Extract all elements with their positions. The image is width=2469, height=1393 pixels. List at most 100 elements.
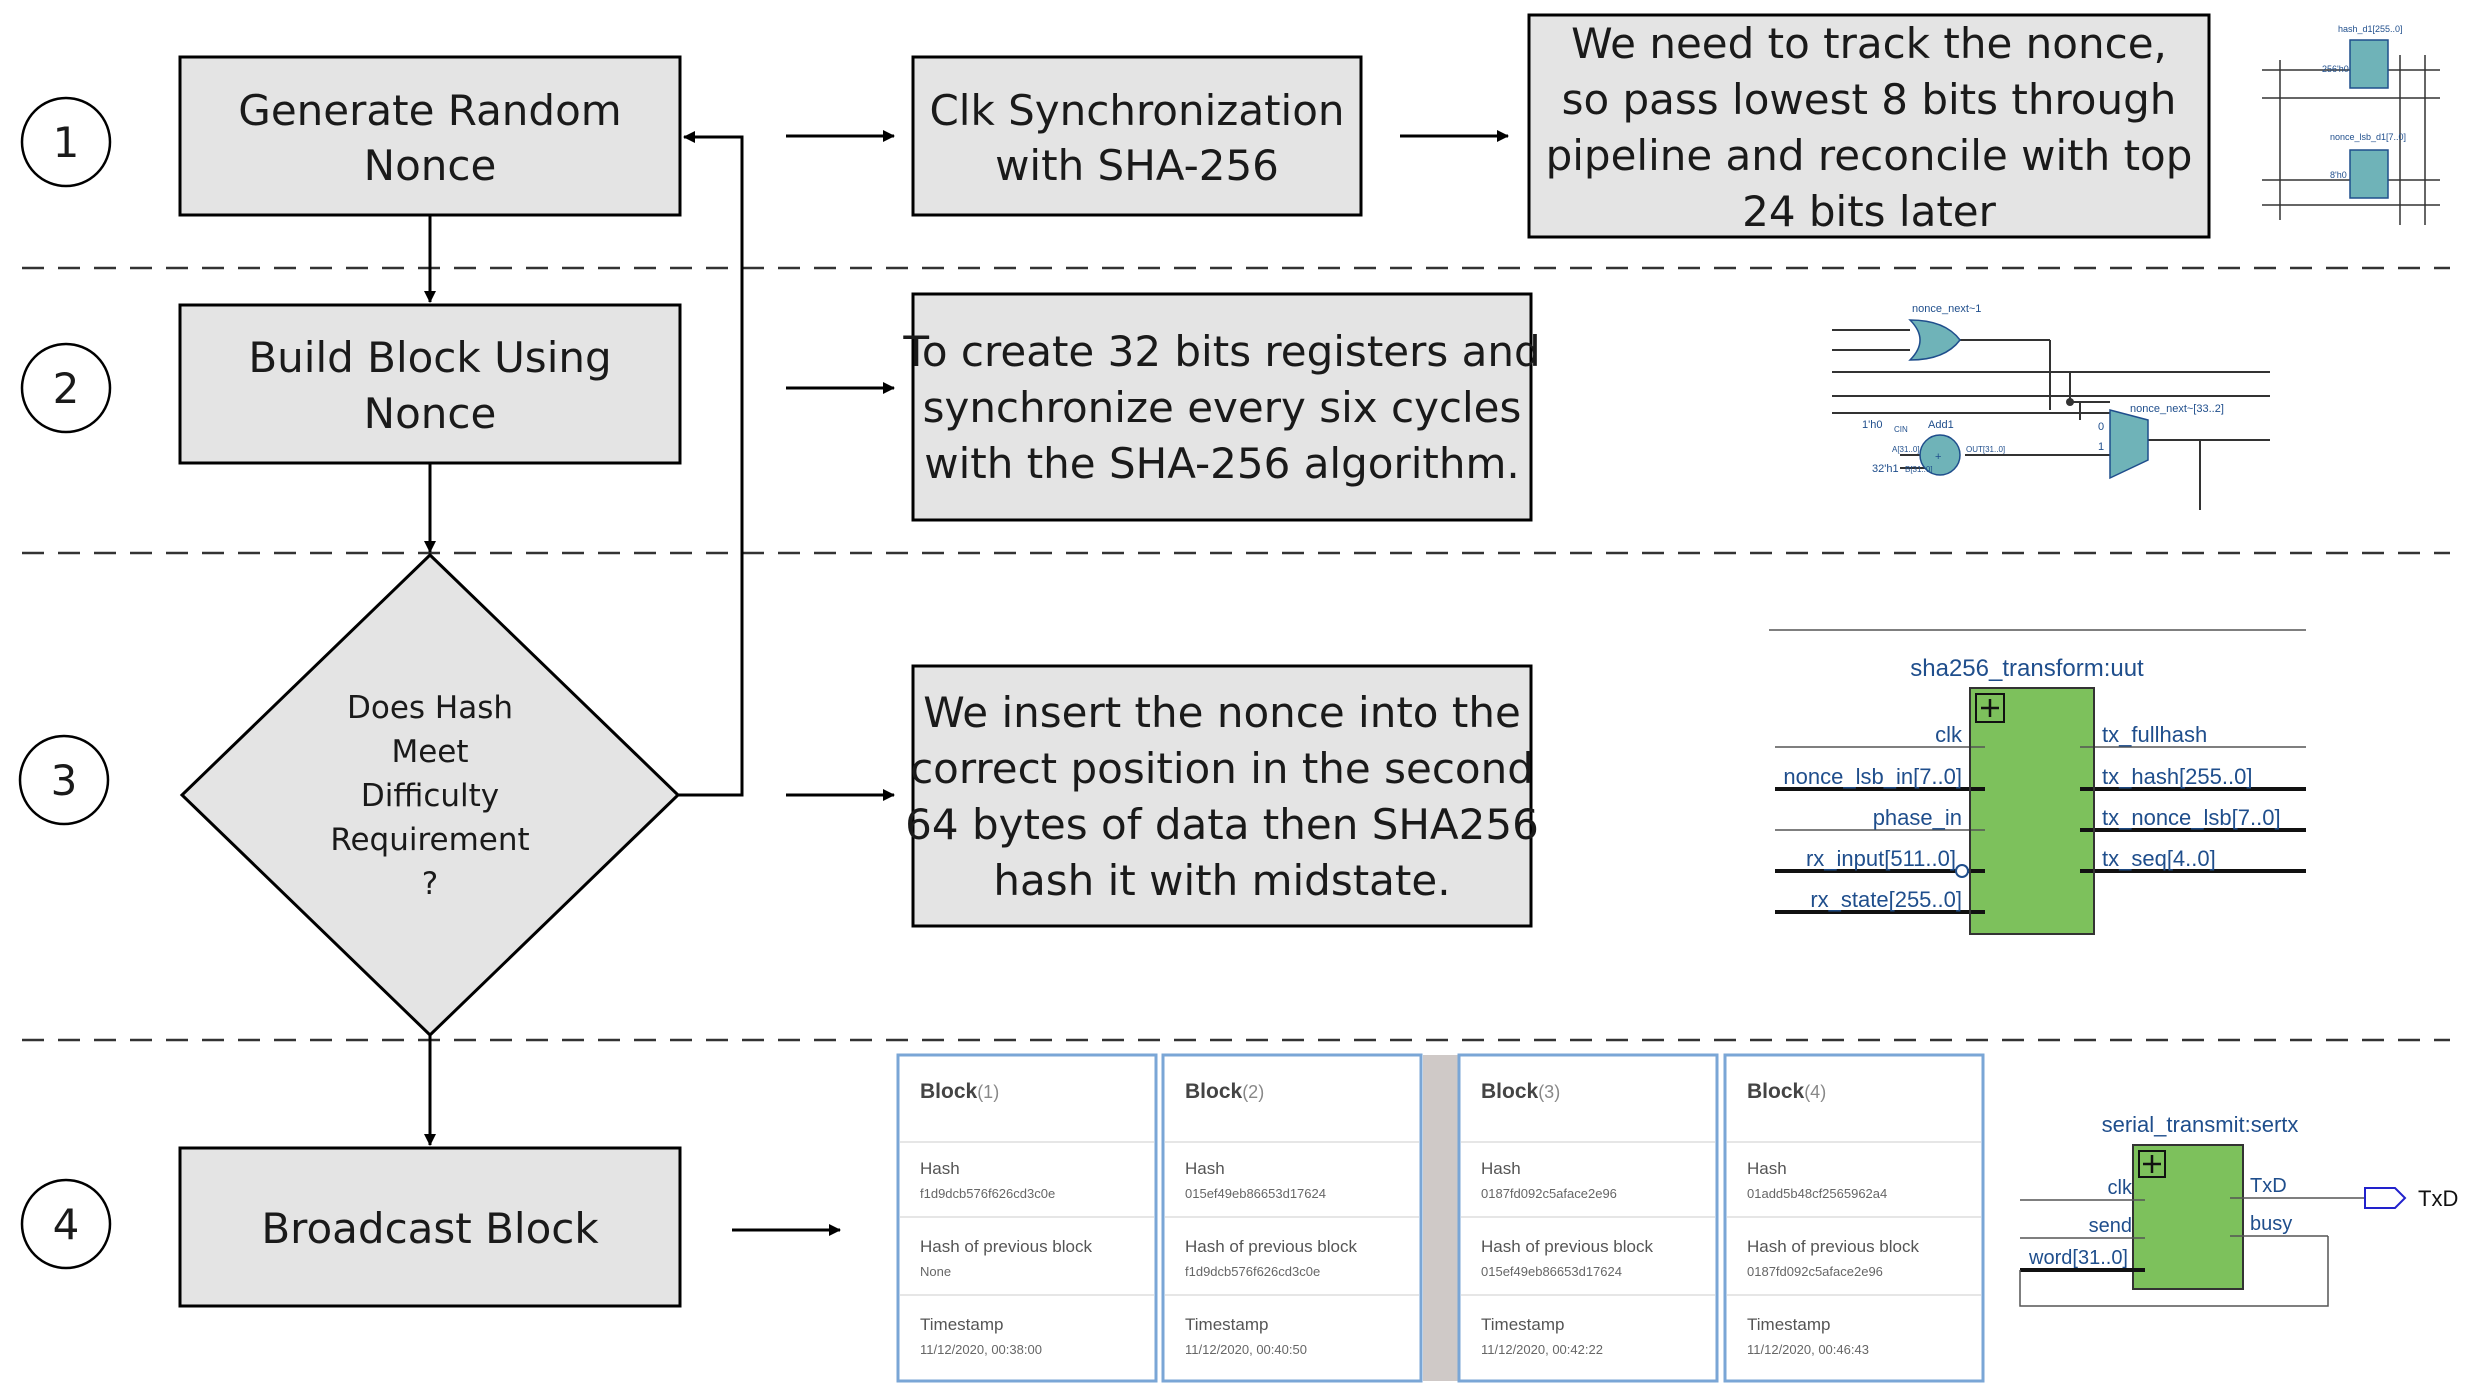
sha-input-rx-input: rx_input[511..0] [1806,846,1956,871]
row-separators [22,266,2450,1042]
note-registers-line-2: synchronize every six cycles [923,383,1522,432]
note-insert-nonce-line-1: We insert the nonce into the [923,688,1521,737]
module-serial-expand-icon [2138,1150,2166,1178]
block-card-hash-value: 015ef49eb86653d17624 [1185,1186,1326,1201]
box-clk-sync: Clk Synchronization with SHA-256 [911,55,1363,217]
box-build-block-line-2: Nonce [364,389,497,438]
serial-output-busy: busy [2250,1213,2292,1235]
block-card-index: (4) [1804,1082,1826,1102]
register-nonce-lsb-label: nonce_lsb_d1[7..0] [2330,132,2406,142]
adder-label: Add1 [1928,419,1954,431]
box-generate-nonce-line-2: Nonce [364,141,497,190]
serial-pin-txd-label: TxD [2418,1186,2458,1211]
box-broadcast-block: Broadcast Block [178,1146,682,1308]
box-build-block: Build Block Using Nonce [178,303,682,465]
step-number-3: 3 [18,734,110,826]
block-card-timestamp-label: Timestamp [1481,1315,1564,1334]
mux [2109,409,2149,480]
note-track-nonce-line-2: so pass lowest 8 bits through [1562,75,2177,124]
note-track-nonce: We need to track the nonce, so pass lowe… [1527,13,2211,239]
block-card-timestamp-value: 11/12/2020, 00:40:50 [1185,1342,1307,1357]
block-card-title-text: Block [1747,1080,1805,1103]
schematic-nonce-adder: + nonce_next~1 nonce_next~[33..2] Add1 1… [1832,303,2270,510]
net-junction [2066,398,2074,406]
block-card-index: (3) [1538,1082,1560,1102]
block-card-timestamp-label: Timestamp [1185,1315,1268,1334]
adder-out-port: OUT[31..0] [1966,445,2005,454]
block-card-title: Block(4) [1747,1080,1826,1103]
note-registers: To create 32 bits registers and synchron… [902,292,1541,522]
inverted-input-bubble [1955,864,1969,878]
adder [1919,434,1961,476]
block-card-prev-label: Hash of previous block [1185,1237,1357,1256]
box-clk-sync-line-1: Clk Synchronization [929,86,1344,135]
block-card-title: Block(2) [1185,1080,1264,1103]
register-hash-label: hash_d1[255..0] [2338,24,2403,34]
block-card-index: (1) [977,1082,999,1102]
block-card-title-text: Block [1185,1080,1243,1103]
block-card-timestamp-label: Timestamp [920,1315,1003,1334]
serial-input-clk: clk [2108,1177,2133,1199]
block-card-prev-value: None [920,1264,951,1279]
step-number-1-text: 1 [53,118,80,167]
diamond-line-5: ? [422,866,438,902]
step-number-2-text: 2 [53,364,80,413]
sha-input-clk: clk [1935,722,1963,747]
block-card-title-text: Block [920,1080,978,1103]
block-card-title: Block(1) [920,1080,999,1103]
block-card-hash-label: Hash [1481,1159,1521,1178]
note-insert-nonce-line-2: correct position in the second [910,744,1534,793]
serial-input-word: word[31..0] [2028,1247,2128,1269]
note-track-nonce-line-3: pipeline and reconcile with top [1546,131,2193,180]
block-card-title-text: Block [1481,1080,1539,1103]
module-sha256-title: sha256_transform:uut [1910,655,2144,682]
block-card-title: Block(3) [1481,1080,1560,1103]
module-serial-title: serial_transmit:sertx [2102,1112,2299,1137]
block-card-prev-value: f1d9dcb576f626cd3c0e [1185,1264,1320,1279]
block-card-index: (2) [1242,1082,1264,1102]
serial-input-send: send [2089,1215,2132,1237]
box-clk-sync-line-2: with SHA-256 [995,141,1279,190]
block-card-frame [1161,1053,1423,1383]
block-card-prev-label: Hash of previous block [1481,1237,1653,1256]
sha-input-rx-state: rx_state[255..0] [1810,887,1962,912]
block-card-frame [1723,1053,1985,1383]
block-card-hash-value: f1d9dcb576f626cd3c0e [920,1186,1055,1201]
block-card-hash-value: 01add5b48cf2565962a4 [1747,1186,1887,1201]
note-insert-nonce-line-3: 64 bytes of data then SHA256 [905,800,1539,849]
or-gate-label: nonce_next~1 [1912,303,1981,315]
diamond-line-4: Requirement [330,822,529,858]
register-nonce-lsb [2349,149,2389,199]
diamond-line-2: Meet [391,734,468,770]
adder-a-port: A[31..0] [1892,445,1920,454]
adder-cin: CIN [1894,425,1908,434]
adder-b-port: B[31..0] [1905,465,1933,474]
step-numbers: 1 2 3 4 [18,96,112,1270]
serial-output-txd: TxD [2250,1175,2287,1197]
mux-in-1: 1 [2098,441,2104,453]
register-hash-pin: 256'h0 [2322,64,2349,74]
block-card-hash-value: 0187fd092c5aface2e96 [1481,1186,1617,1201]
block-card-timestamp-value: 11/12/2020, 00:46:43 [1747,1342,1869,1357]
box-generate-nonce: Generate Random Nonce [178,55,682,217]
block-card-timestamp-value: 11/12/2020, 00:38:00 [920,1342,1042,1357]
const-32h1: 32'h1 [1872,463,1899,475]
note-insert-nonce-line-4: hash it with midstate. [993,856,1450,905]
mux-label: nonce_next~[33..2] [2130,403,2224,415]
module-serial-transmit: serial_transmit:sertx clk send word[31..… [2019,1112,2458,1307]
or-gate [1908,319,1961,361]
block-card-prev-label: Hash of previous block [1747,1237,1919,1256]
sha-output-hash: tx_hash[255..0] [2102,764,2252,789]
note-track-nonce-line-1: We need to track the nonce, [1571,19,2167,68]
sha-input-nonce-lsb: nonce_lsb_in[7..0] [1783,764,1962,789]
block-card-prev-value: 015ef49eb86653d17624 [1481,1264,1622,1279]
arrow-loop-back [678,131,744,797]
block-card-hash-label: Hash [1747,1159,1787,1178]
box-build-block-line-1: Build Block Using [248,333,611,382]
block-card-frame [896,1053,1158,1383]
